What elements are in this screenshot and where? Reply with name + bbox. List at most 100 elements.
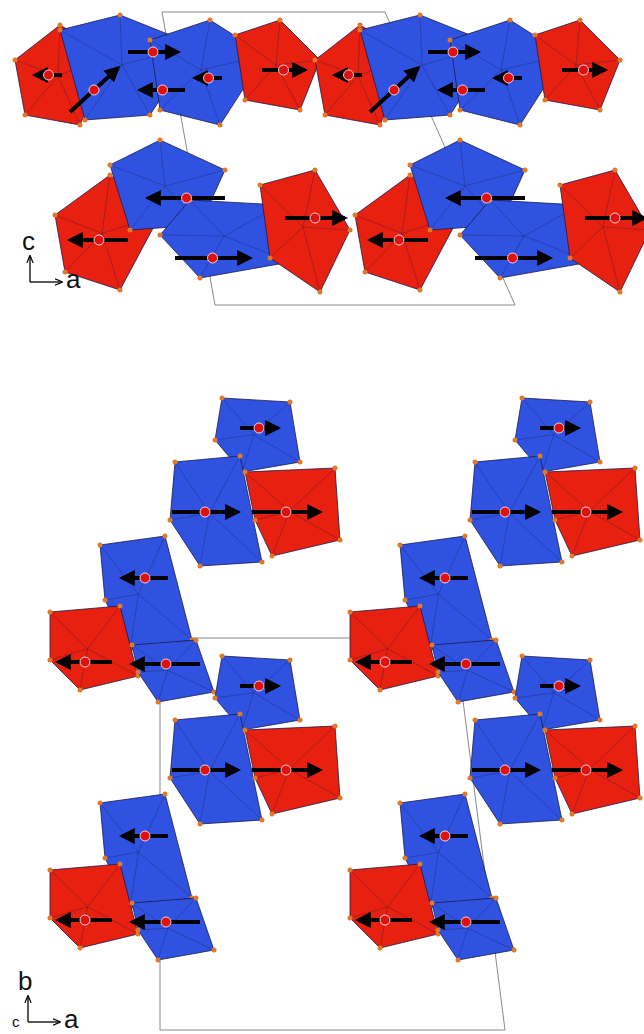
oxygen-atom: [398, 543, 403, 548]
edge-line: [150, 40, 201, 70]
oxygen-atom: [53, 213, 58, 218]
axis-arrows: [28, 256, 62, 1022]
spin-arrow: [70, 68, 118, 112]
oxygen-atom: [83, 118, 88, 123]
metal-atom: [380, 657, 390, 667]
oxygen-atom: [313, 58, 318, 63]
edge-line: [201, 20, 210, 70]
metal-atom: [80, 915, 90, 925]
edge-line: [200, 513, 209, 566]
metal-atom: [448, 47, 458, 57]
edge-line: [245, 730, 289, 769]
edge-line: [576, 60, 620, 65]
oxygen-atom: [118, 13, 123, 18]
edge-line: [500, 771, 509, 824]
edge-line: [242, 693, 254, 730]
edge-line: [50, 612, 88, 649]
edge-line: [515, 693, 554, 698]
oxygen-atom: [598, 108, 603, 113]
edge-line: [88, 864, 120, 907]
oxygen-atom: [288, 400, 293, 405]
metal-atom: [158, 85, 168, 95]
oxygen-atom: [243, 728, 248, 733]
oxygen-atom: [118, 288, 123, 293]
oxygen-atom: [418, 13, 423, 18]
octahedron: [560, 170, 644, 292]
edge-line: [430, 186, 465, 230]
oxygen-atom: [198, 276, 203, 281]
oxygen-atom: [436, 928, 441, 933]
metal-atom: [148, 47, 158, 57]
oxygen-atom: [358, 28, 363, 33]
oxygen-atom: [253, 776, 258, 781]
oxygen-atom: [378, 946, 383, 951]
edge-line: [242, 435, 254, 472]
oxygen-atom: [213, 696, 218, 701]
oxygen-atom: [130, 901, 135, 906]
oxygen-atom: [288, 658, 293, 663]
edge-line: [130, 852, 138, 908]
oxygen-atom: [448, 113, 453, 118]
oxygen-atom: [468, 776, 473, 781]
edge-line: [515, 435, 554, 440]
edge-line: [80, 907, 88, 948]
metal-atom: [581, 507, 591, 517]
edge-line: [138, 536, 165, 594]
edge-line: [458, 670, 468, 702]
oxygen-atom: [578, 18, 583, 23]
edge-line: [254, 693, 300, 720]
oxygen-atom: [333, 466, 338, 471]
octahedron: [235, 20, 320, 110]
oxygen-atom: [598, 460, 603, 465]
oxygen-atom: [403, 598, 408, 603]
oxygen-atom: [458, 108, 463, 113]
oxygen-atom: [268, 256, 273, 261]
edge-line: [130, 594, 138, 650]
oxygen-atom: [173, 460, 178, 465]
oxygen-atom: [313, 168, 318, 173]
metal-atom: [500, 507, 510, 517]
metal-atom: [161, 659, 171, 669]
edge-line: [509, 714, 540, 771]
oxygen-atom: [448, 38, 453, 43]
oxygen-atom: [458, 138, 463, 143]
oxygen-atom: [598, 718, 603, 723]
metal-atom: [200, 507, 210, 517]
metal-atom: [94, 235, 104, 245]
edge-line: [468, 670, 514, 692]
edge-line: [410, 165, 465, 186]
edge-line: [465, 170, 525, 186]
edge-line: [120, 15, 122, 65]
oxygen-atom: [220, 654, 225, 659]
oxygen-atom: [13, 58, 18, 63]
metal-atom: [380, 915, 390, 925]
edge-line: [542, 693, 554, 730]
oxygen-atom: [168, 518, 173, 523]
oxygen-atom: [518, 123, 523, 128]
oxygen-atom: [543, 98, 548, 103]
oxygen-atom: [103, 856, 108, 861]
oxygen-atom: [48, 916, 53, 921]
axis-label: b: [18, 968, 32, 994]
edge-line: [400, 545, 438, 594]
oxygen-atom: [538, 454, 543, 459]
octahedron: [432, 640, 514, 702]
edge-line: [175, 720, 209, 771]
metal-atom: [44, 70, 54, 80]
edge-line: [509, 456, 540, 513]
octahedron: [132, 640, 214, 702]
metal-atom: [610, 213, 620, 223]
edge-line: [289, 726, 335, 769]
edge-line: [88, 606, 120, 649]
edge-line: [105, 594, 138, 600]
oxygen-atom: [348, 658, 353, 663]
metal-atom: [208, 253, 218, 263]
oxygen-atom: [156, 700, 161, 705]
oxygen-atom: [168, 776, 173, 781]
edge-line: [542, 435, 554, 472]
oxygen-atom: [298, 108, 303, 113]
edge-line: [430, 852, 438, 908]
edge-line: [572, 511, 589, 556]
oxygen-atom: [358, 23, 363, 28]
edge-line: [388, 864, 420, 907]
